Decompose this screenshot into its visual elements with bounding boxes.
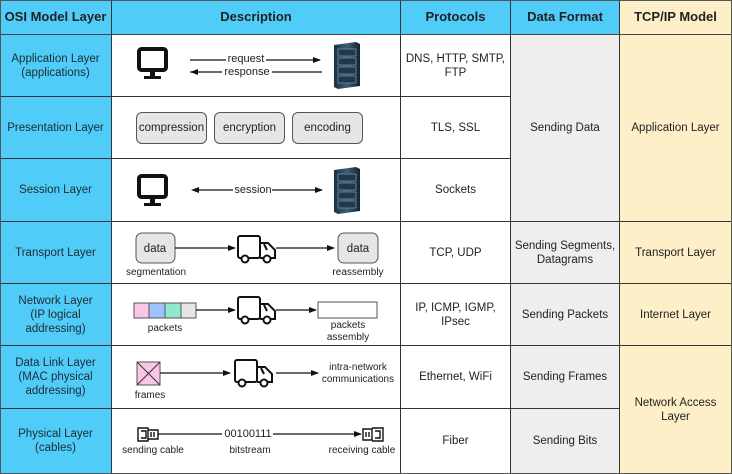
osi-layer-data-link: Data Link Layer (MAC physical addressing… bbox=[0, 346, 112, 409]
packets-icon bbox=[133, 302, 197, 319]
header-description: Description bbox=[112, 0, 401, 35]
packets-assembly-box bbox=[317, 301, 378, 319]
header-protocols: Protocols bbox=[401, 0, 511, 35]
session-label: session bbox=[234, 184, 271, 196]
packets-caption: packets bbox=[148, 323, 182, 334]
data-format-sending-data: Sending Data bbox=[511, 35, 620, 222]
osi-layer-application: Application Layer (applications) bbox=[0, 35, 112, 97]
reassembly-data-label: data bbox=[347, 243, 370, 255]
osi-layer-network: Network Layer (IP logical addressing) bbox=[0, 284, 112, 346]
frames-caption: frames bbox=[135, 390, 166, 401]
session-arrowhead-left bbox=[191, 187, 199, 193]
data-format-packets: Sending Packets bbox=[511, 284, 620, 346]
receiving-cable-caption: receiving cable bbox=[329, 445, 396, 456]
frame-icon bbox=[136, 361, 161, 386]
monitor-icon bbox=[137, 174, 168, 206]
protocols-transport: TCP, UDP bbox=[401, 222, 511, 284]
packet-segment bbox=[148, 302, 166, 319]
protocols-presentation: TLS, SSL bbox=[401, 97, 511, 159]
packet-segment bbox=[180, 302, 197, 319]
description-physical bbox=[112, 409, 401, 474]
ethernet-plug-icon bbox=[137, 427, 159, 442]
ethernet-port-icon bbox=[362, 427, 384, 442]
osi-layer-transport: Transport Layer bbox=[0, 222, 112, 284]
encryption-box: encryption bbox=[214, 112, 285, 144]
protocols-data-link: Ethernet, WiFi bbox=[401, 346, 511, 409]
compression-box: compression bbox=[136, 112, 207, 144]
reassembly-caption: reassembly bbox=[332, 267, 383, 278]
header-osi-layer: OSI Model Layer bbox=[0, 0, 112, 35]
segmentation-caption: segmentation bbox=[126, 267, 186, 278]
protocols-network: IP, ICMP, IGMP, IPsec bbox=[401, 284, 511, 346]
protocols-application: DNS, HTTP, SMTP, FTP bbox=[401, 35, 511, 97]
protocols-physical: Fiber bbox=[401, 409, 511, 474]
osi-layer-session: Session Layer bbox=[0, 159, 112, 222]
truck-icon bbox=[237, 296, 276, 325]
header-data-format: Data Format bbox=[511, 0, 620, 35]
response-arrowhead bbox=[190, 69, 198, 75]
sending-cable-caption: sending cable bbox=[122, 445, 184, 456]
request-label: request bbox=[228, 53, 265, 65]
truck-icon bbox=[237, 235, 276, 264]
response-label: response bbox=[224, 66, 269, 78]
truck-icon bbox=[234, 359, 273, 388]
server-icon bbox=[334, 42, 360, 89]
reassembly-data-box bbox=[337, 232, 379, 264]
packet-segment bbox=[133, 302, 150, 319]
data-format-bits: Sending Bits bbox=[511, 409, 620, 474]
packet-segment bbox=[164, 302, 182, 319]
data-format-frames: Sending Frames bbox=[511, 346, 620, 409]
intra-network-caption-2: communications bbox=[322, 374, 394, 385]
data-format-segments: Sending Segments, Datagrams bbox=[511, 222, 620, 284]
segment-data-label: data bbox=[144, 243, 167, 255]
osi-layer-physical: Physical Layer (cables) bbox=[0, 409, 112, 474]
encoding-box: encoding bbox=[292, 112, 363, 144]
tcpip-internet-layer: Internet Layer bbox=[620, 284, 732, 346]
tcpip-transport-layer: Transport Layer bbox=[620, 222, 732, 284]
protocols-session: Sockets bbox=[401, 159, 511, 222]
server-icon bbox=[334, 167, 360, 214]
osi-layer-presentation: Presentation Layer bbox=[0, 97, 112, 159]
monitor-icon bbox=[137, 47, 168, 79]
packets-assembly-caption-1: packets bbox=[331, 320, 365, 331]
intra-network-caption-1: intra-network bbox=[329, 362, 388, 373]
bitstream-caption: bitstream bbox=[229, 445, 270, 456]
bitstream-bits: 00100111 bbox=[224, 428, 271, 440]
packets-assembly-caption-2: assembly bbox=[327, 332, 369, 343]
